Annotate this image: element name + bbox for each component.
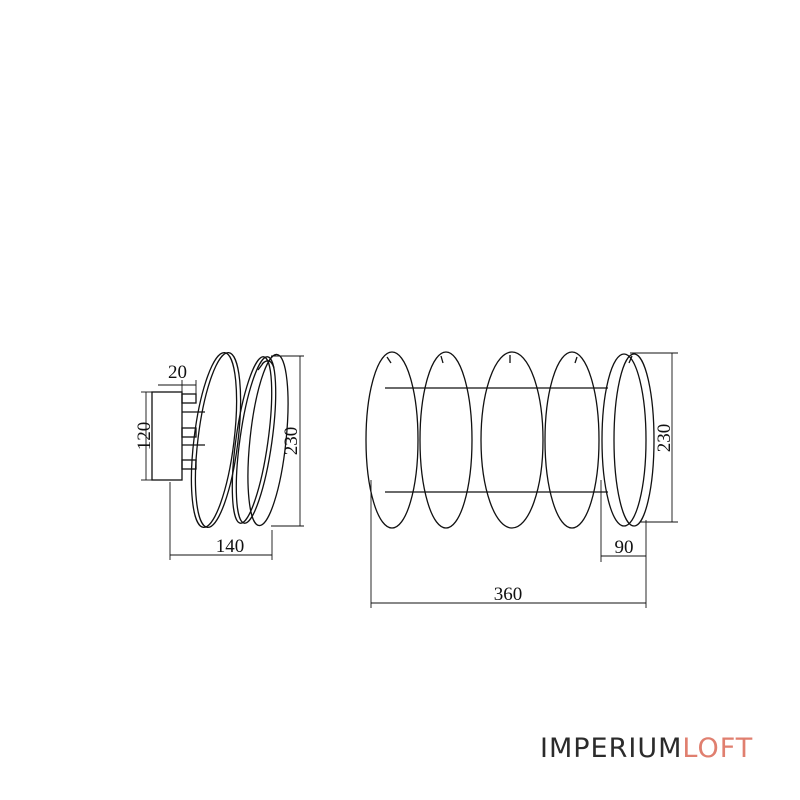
glass-disc-side xyxy=(194,351,242,529)
glass-disc-front xyxy=(419,351,473,529)
dim-label-230-side: 230 xyxy=(281,427,302,456)
front-view xyxy=(365,351,655,529)
brand-logo: IMPERIUMLOFT xyxy=(540,733,753,764)
glass-disc-side xyxy=(235,356,277,524)
dim-label-230-front: 230 xyxy=(654,424,675,453)
front-view-dimensions xyxy=(370,352,678,608)
side-view xyxy=(151,351,289,529)
glass-disc-front xyxy=(544,351,600,529)
wall-bracket xyxy=(151,391,183,481)
brand-logo-part2: LOFT xyxy=(682,733,754,764)
hook-detail xyxy=(257,360,275,371)
mount-stem xyxy=(181,427,197,438)
mount-stem xyxy=(181,459,197,470)
clip-detail xyxy=(440,355,444,364)
clip-detail xyxy=(574,356,578,364)
clip-detail xyxy=(386,356,392,364)
glass-disc-side xyxy=(190,351,238,529)
clip-detail xyxy=(628,355,633,364)
glass-disc-front xyxy=(613,353,655,527)
mount-stem xyxy=(181,393,197,404)
side-view-dimensions xyxy=(141,355,304,560)
glass-disc-side xyxy=(231,356,273,524)
dim-label-90: 90 xyxy=(615,537,634,558)
dim-label-140: 140 xyxy=(216,536,245,557)
glass-disc-front xyxy=(365,351,419,529)
dim-label-20: 20 xyxy=(168,362,187,383)
brand-logo-part1: IMPERIUM xyxy=(540,733,683,764)
glass-disc-front xyxy=(480,351,544,529)
glass-disc-side xyxy=(247,353,289,527)
dim-label-360: 360 xyxy=(494,584,523,605)
glass-disc-front xyxy=(601,353,647,527)
dim-label-120: 120 xyxy=(134,422,155,451)
